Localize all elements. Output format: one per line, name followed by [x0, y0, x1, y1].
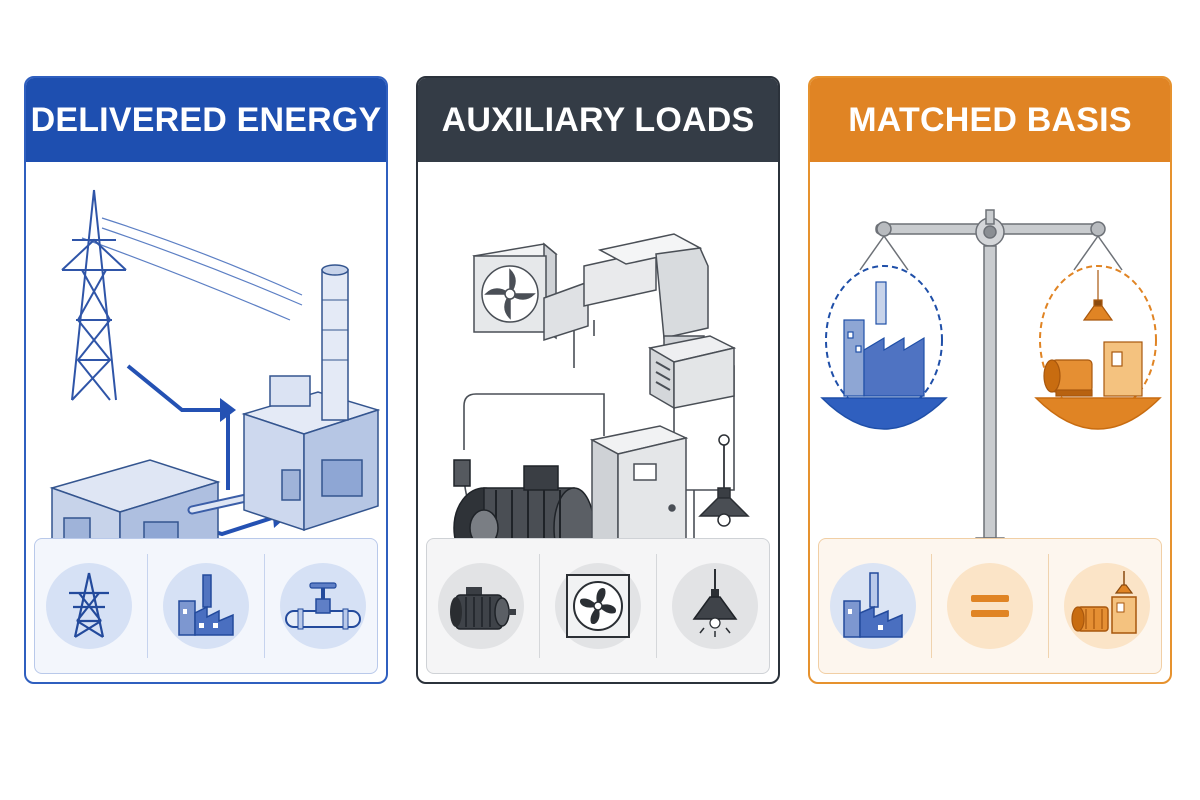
equals-icon — [947, 563, 1033, 649]
auxiliary-loads-icon-strip — [426, 538, 770, 674]
transmission-tower-icon — [61, 189, 127, 401]
factory-icon — [163, 563, 249, 649]
card-title: MATCHED BASIS — [810, 78, 1170, 162]
card-title: AUXILIARY LOADS — [418, 78, 778, 162]
delivered-energy-icon-strip — [34, 538, 378, 674]
motor-and-cabinet-icon — [1064, 563, 1150, 649]
matched-basis-card: MATCHED BASIS — [808, 76, 1172, 684]
fan-icon — [555, 563, 641, 649]
factory-icon — [830, 563, 916, 649]
electric-motor-icon — [438, 563, 524, 649]
hanging-lamp-icon — [672, 563, 758, 649]
hanging-lamp-icon — [1082, 270, 1114, 321]
card-title: DELIVERED ENERGY — [26, 78, 386, 162]
power-plant-icon — [241, 264, 380, 532]
air-handler-icon — [647, 335, 737, 410]
matched-basis-icon-strip — [818, 538, 1162, 674]
transmission-tower-icon — [46, 563, 132, 649]
auxiliary-loads-illustration — [451, 233, 750, 587]
delivered-energy-illustration — [49, 189, 380, 582]
matched-basis-illustration — [820, 209, 1162, 569]
delivered-energy-card: DELIVERED ENERGY — [24, 76, 388, 684]
motor-and-cabinet-icon — [1043, 341, 1143, 397]
balance-scale-icon — [859, 209, 1123, 569]
hanging-lamp-icon — [698, 434, 750, 527]
factory-icon — [843, 281, 925, 397]
auxiliary-loads-card: AUXILIARY LOADS — [416, 76, 780, 684]
pipe-valve-icon — [280, 563, 366, 649]
